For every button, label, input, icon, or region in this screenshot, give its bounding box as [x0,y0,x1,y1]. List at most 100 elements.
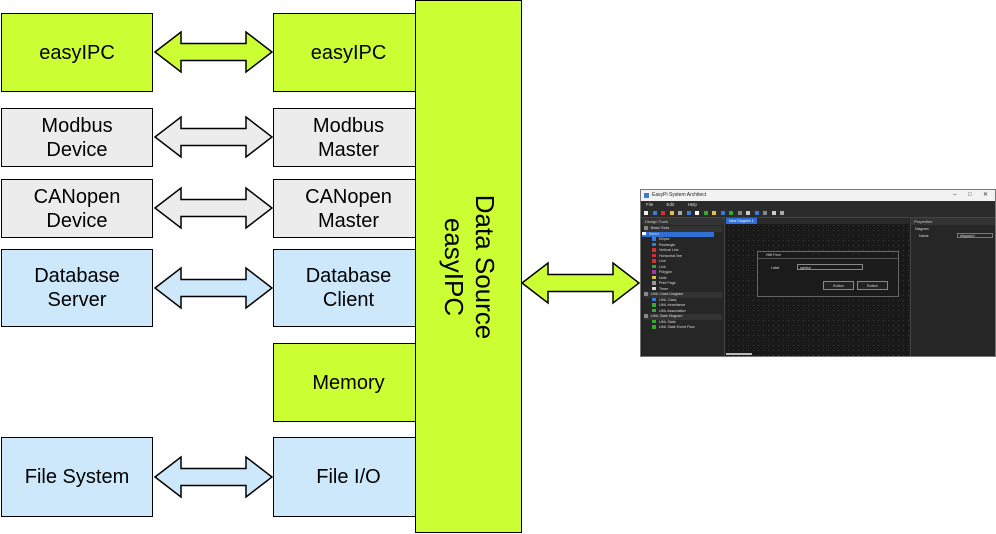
toolbar-tool-icon[interactable] [669,211,674,215]
tool-icon [652,308,656,313]
minimize-icon[interactable]: – [953,192,957,198]
data-source-subtitle: easyIPC [438,217,469,316]
tree-item[interactable]: Ellipse [652,237,670,243]
toolbar-tool-icon[interactable] [678,211,682,215]
tree-item[interactable]: Line [652,259,666,265]
data-source-title: Data Source [469,194,500,339]
tree-group[interactable]: Basic Tools [644,226,722,232]
hmi-form[interactable]: HMI Form Label symbol Button Button [757,251,899,297]
tree-item-label: Print Page [659,281,676,285]
tool-icon [644,314,648,318]
tree-item-label: Line [659,264,666,269]
tool-icon [642,231,646,236]
tree-item[interactable]: Print Page [652,281,676,287]
tree-item[interactable]: UML Class [652,298,676,304]
box-modbus-master: Modbus Master [273,108,424,167]
menu-edit[interactable]: Edit [666,202,675,207]
properties-group-label: Diagram [915,227,929,231]
tree-item[interactable]: UML State Event Flow [652,325,695,331]
properties-title: Properties [911,218,995,225]
tree-item-label: Line [659,259,666,263]
toolbar-tool-icon[interactable] [661,211,665,215]
property-value-input[interactable]: diagram1 [957,233,993,238]
screenshot-titlebar: EasyPi System Architect – □ ✕ [641,190,995,201]
tree-item[interactable]: Rectangle [652,243,675,249]
toolbar-tool-icon[interactable] [746,211,750,215]
data-source-label: Data Source easyIPC [438,194,500,339]
arrow-modbus [153,115,274,159]
hmi-form-input[interactable]: symbol [797,264,863,270]
tool-icon [652,248,656,252]
tool-icon [652,242,656,247]
tree-item[interactable]: Line [652,265,666,271]
toolbar-tool-icon[interactable] [644,211,648,215]
tree-item-label: Horizontal line [659,253,682,258]
toolbar-tool-icon[interactable] [686,211,691,215]
toolbar-tool-icon[interactable] [780,211,784,215]
tool-icon [652,286,656,291]
tool-icon [652,303,656,307]
menu-file[interactable]: File [646,202,654,207]
box-easyipc-server: easyIPC [273,13,424,92]
hmi-form-button-1[interactable]: Button [823,281,854,290]
toolbar-tool-icon[interactable] [737,211,742,215]
screenshot-title: EasyPi System Architect [652,192,707,198]
toolbar-tool-icon[interactable] [729,211,733,215]
arrow-data-source-to-screenshot [520,261,641,305]
screenshot-toolbar [641,209,995,218]
box-database-server: Database Server [1,249,153,327]
tree-item[interactable]: Select [642,231,714,237]
tree-group[interactable]: UML Class Diagram [644,292,722,298]
property-row-name: Name diagram1 [911,233,995,239]
canvas-scrollbar[interactable] [726,353,752,355]
box-file-io: File I/O [273,437,424,517]
tree-item-label: UML Class [659,297,677,302]
box-database-client: Database Client [273,249,424,327]
toolbar-tool-icon[interactable] [771,211,776,215]
tree-item-label: Polygon [659,270,672,274]
properties-panel: Properties Diagram Name diagram1 [910,218,995,356]
arrow-easyipc [153,30,274,74]
toolbar-tool-icon[interactable] [720,211,725,215]
tree-item-label: Rectangle [659,242,676,247]
tree-item[interactable]: UML Association [652,309,686,315]
tree-item-label: UML State Event Flow [659,325,695,329]
tree-item[interactable]: UML State [652,320,676,326]
hmi-form-button-2[interactable]: Button [857,281,888,290]
tree-item-label: UML Inheritance [659,303,686,307]
toolbar-tool-icon[interactable] [754,211,759,215]
data-source-easyipc-bar: Data Source easyIPC [415,0,522,533]
maximize-icon[interactable]: □ [968,192,972,198]
arrow-file [153,455,274,499]
tool-icon [652,237,656,241]
tree-item-label: Vertical Line [659,248,679,252]
tree-item-label: UML Association [659,308,686,313]
tool-icon [652,270,656,274]
diagram-canvas[interactable]: New Diagram 1 HMI Form Label symbol Butt… [726,218,909,356]
tool-icon [652,281,656,285]
toolbar-tool-icon[interactable] [763,211,767,215]
tool-icon [644,292,648,296]
menu-help[interactable]: Help [687,202,697,207]
tool-icon [652,325,656,329]
tab-new-diagram[interactable]: New Diagram 1 [726,218,757,224]
design-tools-title: Design Tools [642,218,724,225]
tab-bar [726,218,909,224]
tree-item-label: UML State [659,319,676,324]
toolbar-tool-icon[interactable] [652,211,657,215]
toolbar-tool-icon[interactable] [712,211,716,215]
tree-item[interactable]: Vertical Line [652,248,679,254]
close-icon[interactable]: ✕ [983,192,989,198]
toolbar-tool-icon[interactable] [695,211,699,215]
tree-item[interactable]: Horizontal line [652,254,682,260]
tree-item[interactable]: Polygon [652,270,672,276]
tool-icon [652,253,656,258]
tree-item[interactable]: UML Inheritance [652,303,685,309]
box-modbus-device: Modbus Device [1,108,153,167]
tool-icon [652,297,656,302]
tree-group[interactable]: UML State Diagram [644,314,722,320]
tree-item[interactable]: Timer [652,287,668,293]
toolbar-tool-icon[interactable] [703,211,708,215]
tree-item[interactable]: Note [652,276,667,282]
